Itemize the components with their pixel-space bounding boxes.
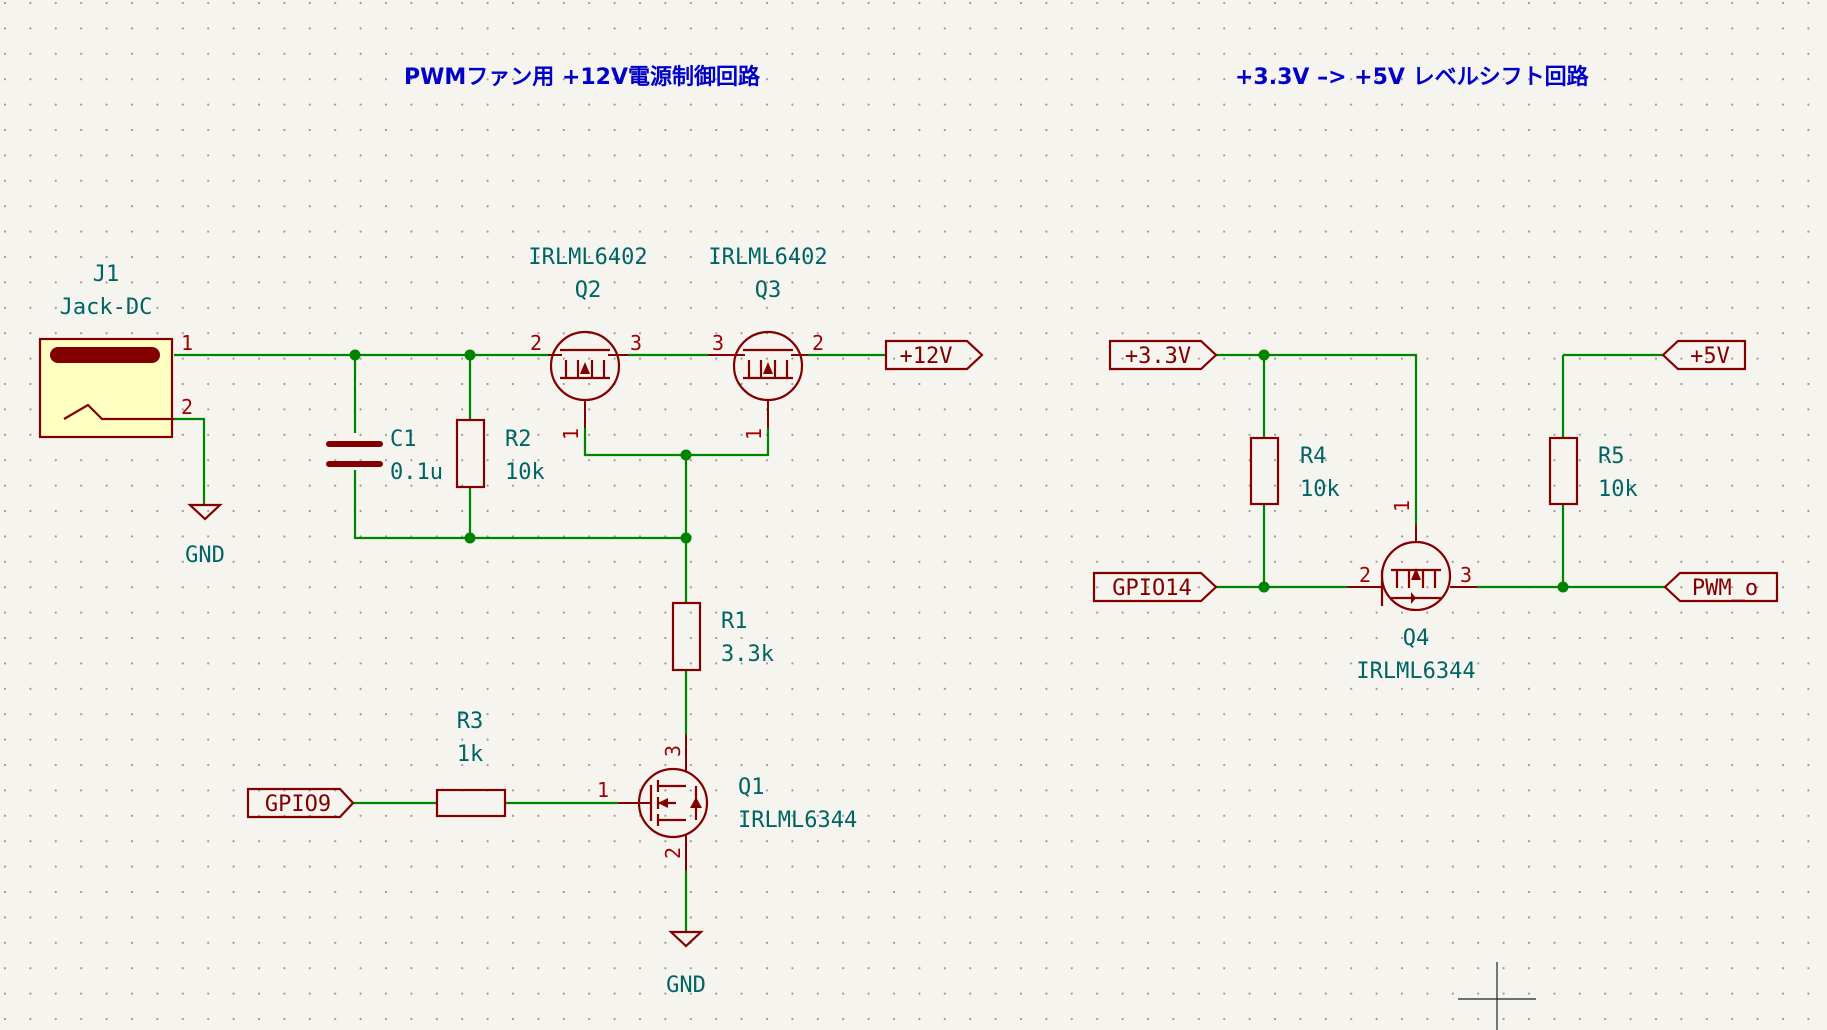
- junction-dot: [680, 449, 692, 461]
- left-wires: [174, 353, 886, 932]
- p33v-text: +3.3V: [1125, 344, 1191, 369]
- net-label-p12v[interactable]: +12V: [884, 339, 984, 371]
- j1-pin1: 1: [181, 331, 193, 355]
- junction-dot: [1557, 581, 1569, 593]
- q4-pin-s: 2: [1359, 563, 1371, 587]
- r3-value: 1k: [457, 742, 484, 767]
- j1-ref: J1: [93, 262, 120, 287]
- right-wires: [1216, 353, 1665, 589]
- j1-value: Jack-DC: [60, 295, 153, 320]
- q3-ref: Q3: [755, 278, 782, 303]
- net-label-p33v[interactable]: +3.3V: [1108, 339, 1218, 371]
- r4-value: 10k: [1300, 477, 1340, 502]
- resistor-r1[interactable]: R1 3.3k: [671, 601, 774, 672]
- resistor-r2[interactable]: R2 10k: [455, 418, 545, 489]
- mosfet-q1[interactable]: Q1 IRLML6344 1 3 2: [597, 735, 857, 871]
- q2-ref: Q2: [575, 278, 602, 303]
- r1-value: 3.3k: [721, 642, 774, 667]
- mosfet-q2[interactable]: IRLML6402 Q2 2 3 1: [528, 245, 647, 440]
- crosshair-cursor-icon: [1458, 962, 1536, 1030]
- resistor-r3[interactable]: R3 1k: [435, 709, 507, 818]
- q1-pin-s: 2: [661, 847, 685, 859]
- q3-pin-g: 1: [742, 428, 766, 440]
- q2-value: IRLML6402: [528, 245, 647, 270]
- gpio9-text: GPIO9: [265, 792, 331, 817]
- r2-value: 10k: [505, 460, 545, 485]
- gpio14-text: GPIO14: [1112, 576, 1191, 601]
- right-junctions: [1258, 349, 1569, 593]
- junction-dot: [349, 349, 361, 361]
- junction-dot: [464, 532, 476, 544]
- c1-value: 0.1u: [390, 460, 443, 485]
- q3-pin-d: 3: [712, 331, 724, 355]
- q2-pin-g: 1: [559, 428, 583, 440]
- c1-ref: C1: [390, 427, 417, 452]
- gnd-label-q1: GND: [666, 973, 706, 998]
- q4-pin-g: 1: [1390, 500, 1414, 512]
- capacitor-c1[interactable]: C1 0.1u: [326, 427, 443, 485]
- net-label-p5v[interactable]: +5V: [1661, 339, 1747, 371]
- gnd-symbol-j1: GND: [185, 503, 225, 568]
- junction-dot: [1258, 581, 1270, 593]
- r2-ref: R2: [505, 427, 532, 452]
- connector-j1[interactable]: J1 Jack-DC 1 2: [38, 262, 193, 439]
- junction-dot: [1258, 349, 1270, 361]
- resistor-r5[interactable]: R5 10k: [1548, 436, 1638, 506]
- q3-pin-s: 2: [812, 331, 824, 355]
- r4-ref: R4: [1300, 444, 1327, 469]
- q1-pin-g: 1: [597, 778, 609, 802]
- r5-value: 10k: [1598, 477, 1638, 502]
- q3-value: IRLML6402: [708, 245, 827, 270]
- junction-dot: [680, 532, 692, 544]
- gnd-label-j1: GND: [185, 543, 225, 568]
- q1-value: IRLML6344: [738, 808, 857, 833]
- q2-pin-d: 3: [630, 331, 642, 355]
- q4-pin-d: 3: [1460, 563, 1472, 587]
- net-label-gpio9[interactable]: GPIO9: [246, 787, 355, 819]
- mosfet-q4[interactable]: Q4 IRLML6344 1 2 3: [1347, 500, 1477, 684]
- j1-pin2: 2: [181, 395, 193, 419]
- title-level-shift-circuit: +3.3V –> +5V レベルシフト回路: [1235, 64, 1590, 90]
- r1-ref: R1: [721, 609, 748, 634]
- q4-value: IRLML6344: [1356, 659, 1475, 684]
- pwm-o-text: PWM_o: [1692, 576, 1758, 601]
- q1-ref: Q1: [738, 775, 765, 800]
- left-junctions: [349, 349, 692, 544]
- q4-ref: Q4: [1403, 626, 1430, 651]
- resistor-r4[interactable]: R4 10k: [1249, 436, 1340, 506]
- net-label-pwm-o[interactable]: PWM_o: [1663, 571, 1779, 603]
- r3-ref: R3: [457, 709, 484, 734]
- gnd-symbol-q1: GND: [666, 930, 706, 998]
- q2-pin-s: 2: [530, 331, 542, 355]
- mosfet-q3[interactable]: IRLML6402 Q3 3 2 1: [708, 245, 828, 440]
- q1-pin-d: 3: [661, 745, 685, 757]
- title-pwm-fan-circuit: PWMファン用 +12V電源制御回路: [404, 64, 761, 90]
- p5v-text: +5V: [1690, 344, 1730, 369]
- net-label-gpio14[interactable]: GPIO14: [1092, 571, 1218, 603]
- junction-dot: [464, 349, 476, 361]
- r5-ref: R5: [1598, 444, 1625, 469]
- p12v-text: +12V: [900, 344, 953, 369]
